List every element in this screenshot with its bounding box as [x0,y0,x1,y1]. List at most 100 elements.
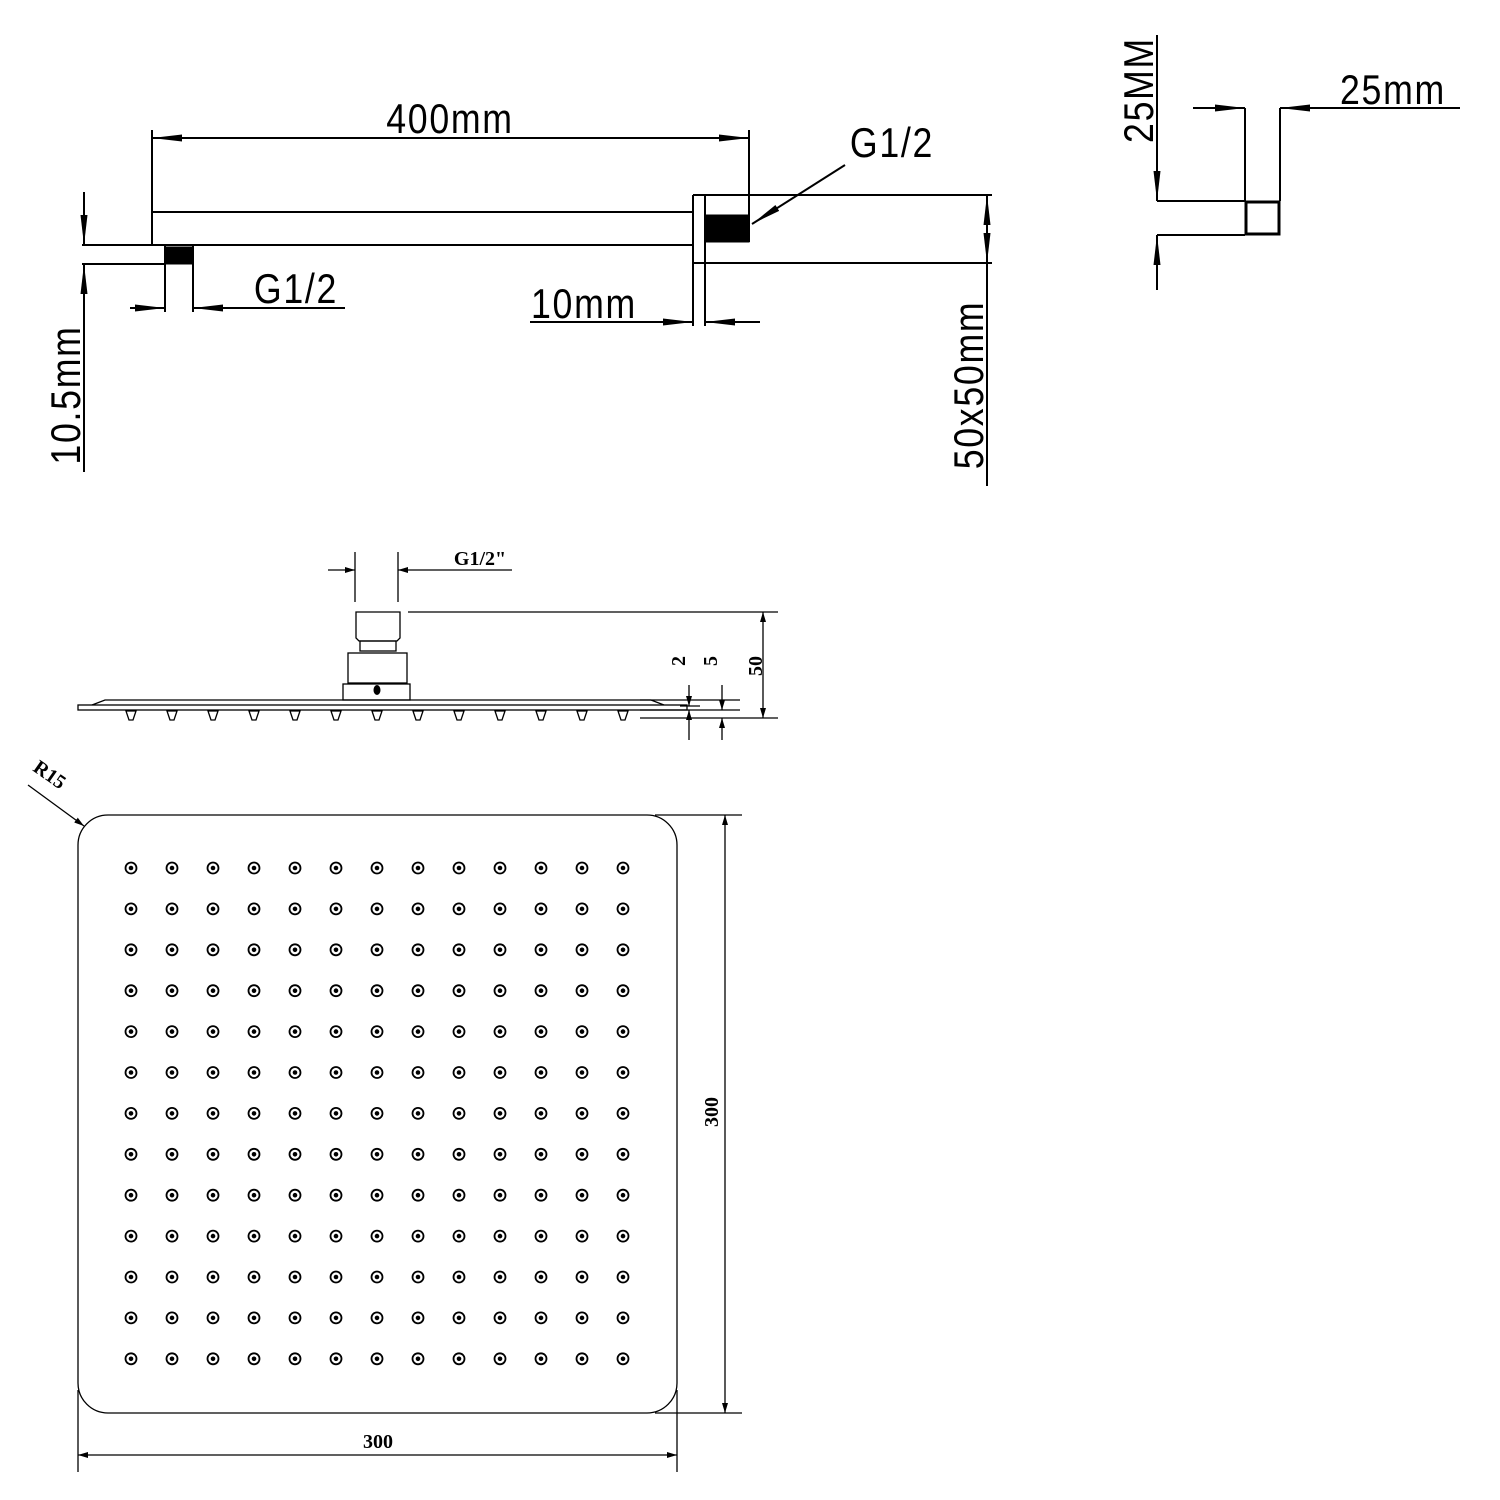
nozzle-hole [493,861,507,875]
shower-plate-outline [77,814,678,1414]
inlet-nut [355,611,401,642]
nozzle-hole [247,1270,261,1284]
nozzle-hole [370,1188,384,1202]
nozzle-hole [329,984,343,998]
nozzle-hole [329,1107,343,1120]
head-front-view: R15 300 300 [27,756,742,1472]
nozzle-hole [452,1270,466,1284]
nozzle-hole [411,1025,425,1038]
nozzle-hole [206,1066,220,1079]
nozzle-hole [493,902,507,916]
nozzle-hole [206,1311,220,1325]
nozzle-hole [616,1066,630,1079]
nozzle-hole [124,1229,138,1243]
nozzle-hole [411,943,425,957]
nozzle-hole [534,1229,548,1243]
nozzle-hole [329,1147,343,1161]
nozzle-hole [575,1270,589,1284]
nozzle-hole [452,1147,466,1161]
nozzle-hole [616,1025,630,1038]
plate-height-label: 300 [701,1097,723,1127]
nozzle-hole [493,1352,507,1366]
nozzle-hole [616,1352,630,1366]
nozzle-hole [370,1147,384,1161]
nozzle-hole [370,943,384,957]
nozzle-hole [534,902,548,916]
nozzle-hole [616,861,630,875]
nozzle-hole [575,861,589,875]
nozzle-hole [124,1188,138,1202]
nozzle [289,710,301,721]
nozzle-hole [452,1107,466,1120]
nozzle [576,710,588,721]
nozzle-hole [534,1311,548,1325]
nozzle-hole [370,1025,384,1038]
nozzle-hole [411,1352,425,1366]
nozzle [248,710,260,721]
nozzle-hole [493,1066,507,1079]
nozzle-hole [247,1188,261,1202]
nozzle [125,710,137,721]
nozzle-hole [247,1311,261,1325]
nozzle-hole [534,943,548,957]
radius-label: R15 [29,756,70,794]
nozzle-hole [493,1147,507,1161]
nozzle-hole [411,1229,425,1243]
nozzle-hole [247,1107,261,1120]
nozzle-hole [616,943,630,957]
nozzle-hole [124,1270,138,1284]
nozzle-hole [124,984,138,998]
nozzle-hole [534,1352,548,1366]
swivel-body [347,652,408,684]
arm-section-view: 25MM 25mm [1116,35,1460,290]
nozzle-hole [124,1311,138,1325]
nozzle-hole [575,1147,589,1161]
nozzle-hole [616,1107,630,1120]
nozzle-hole [534,1270,548,1284]
nozzle-hole [370,861,384,875]
nozzle-hole [452,1352,466,1366]
nozzle-hole [206,861,220,875]
nozzle-hole [288,1147,302,1161]
left-thread-block [164,246,194,265]
nozzle-hole [247,1352,261,1366]
nozzle-hole [493,1270,507,1284]
nozzle-hole [288,1311,302,1325]
nozzle-hole [575,1107,589,1120]
nozzle [535,710,547,721]
nozzle-hole [411,1270,425,1284]
nozzle-hole [247,1229,261,1243]
section-height-label: 25MM [1116,37,1162,143]
nozzle-hole [206,1025,220,1038]
nozzle-hole [329,902,343,916]
nozzle-hole [616,1311,630,1325]
radius-leader [27,784,85,827]
nozzle-hole [288,1229,302,1243]
nozzle-hole [370,1270,384,1284]
nozzle-hole [124,861,138,875]
nozzle-hole [616,1270,630,1284]
nozzle-hole [329,1229,343,1243]
nozzle-hole [370,984,384,998]
nozzle-hole [288,1066,302,1079]
right-thread-label: G1/2 [850,120,934,166]
nozzle-hole [124,1025,138,1038]
nozzle-hole [575,1025,589,1038]
nozzle-hole [288,1107,302,1120]
nozzle-hole [288,1270,302,1284]
nozzle-hole [165,984,179,998]
nozzle-hole [452,943,466,957]
section-width-label: 25mm [1340,67,1446,113]
nozzle-hole [575,1352,589,1366]
nozzle [412,710,424,721]
nozzle-hole [452,1311,466,1325]
nozzle-hole [247,943,261,957]
nozzle-hole [288,1352,302,1366]
plate-thickness-label: 10mm [531,281,637,327]
nozzle-hole [165,1025,179,1038]
nozzle-hole [288,861,302,875]
nozzle-hole [165,1107,179,1120]
nozzle-hole [124,943,138,957]
nozzle-hole [370,1229,384,1243]
